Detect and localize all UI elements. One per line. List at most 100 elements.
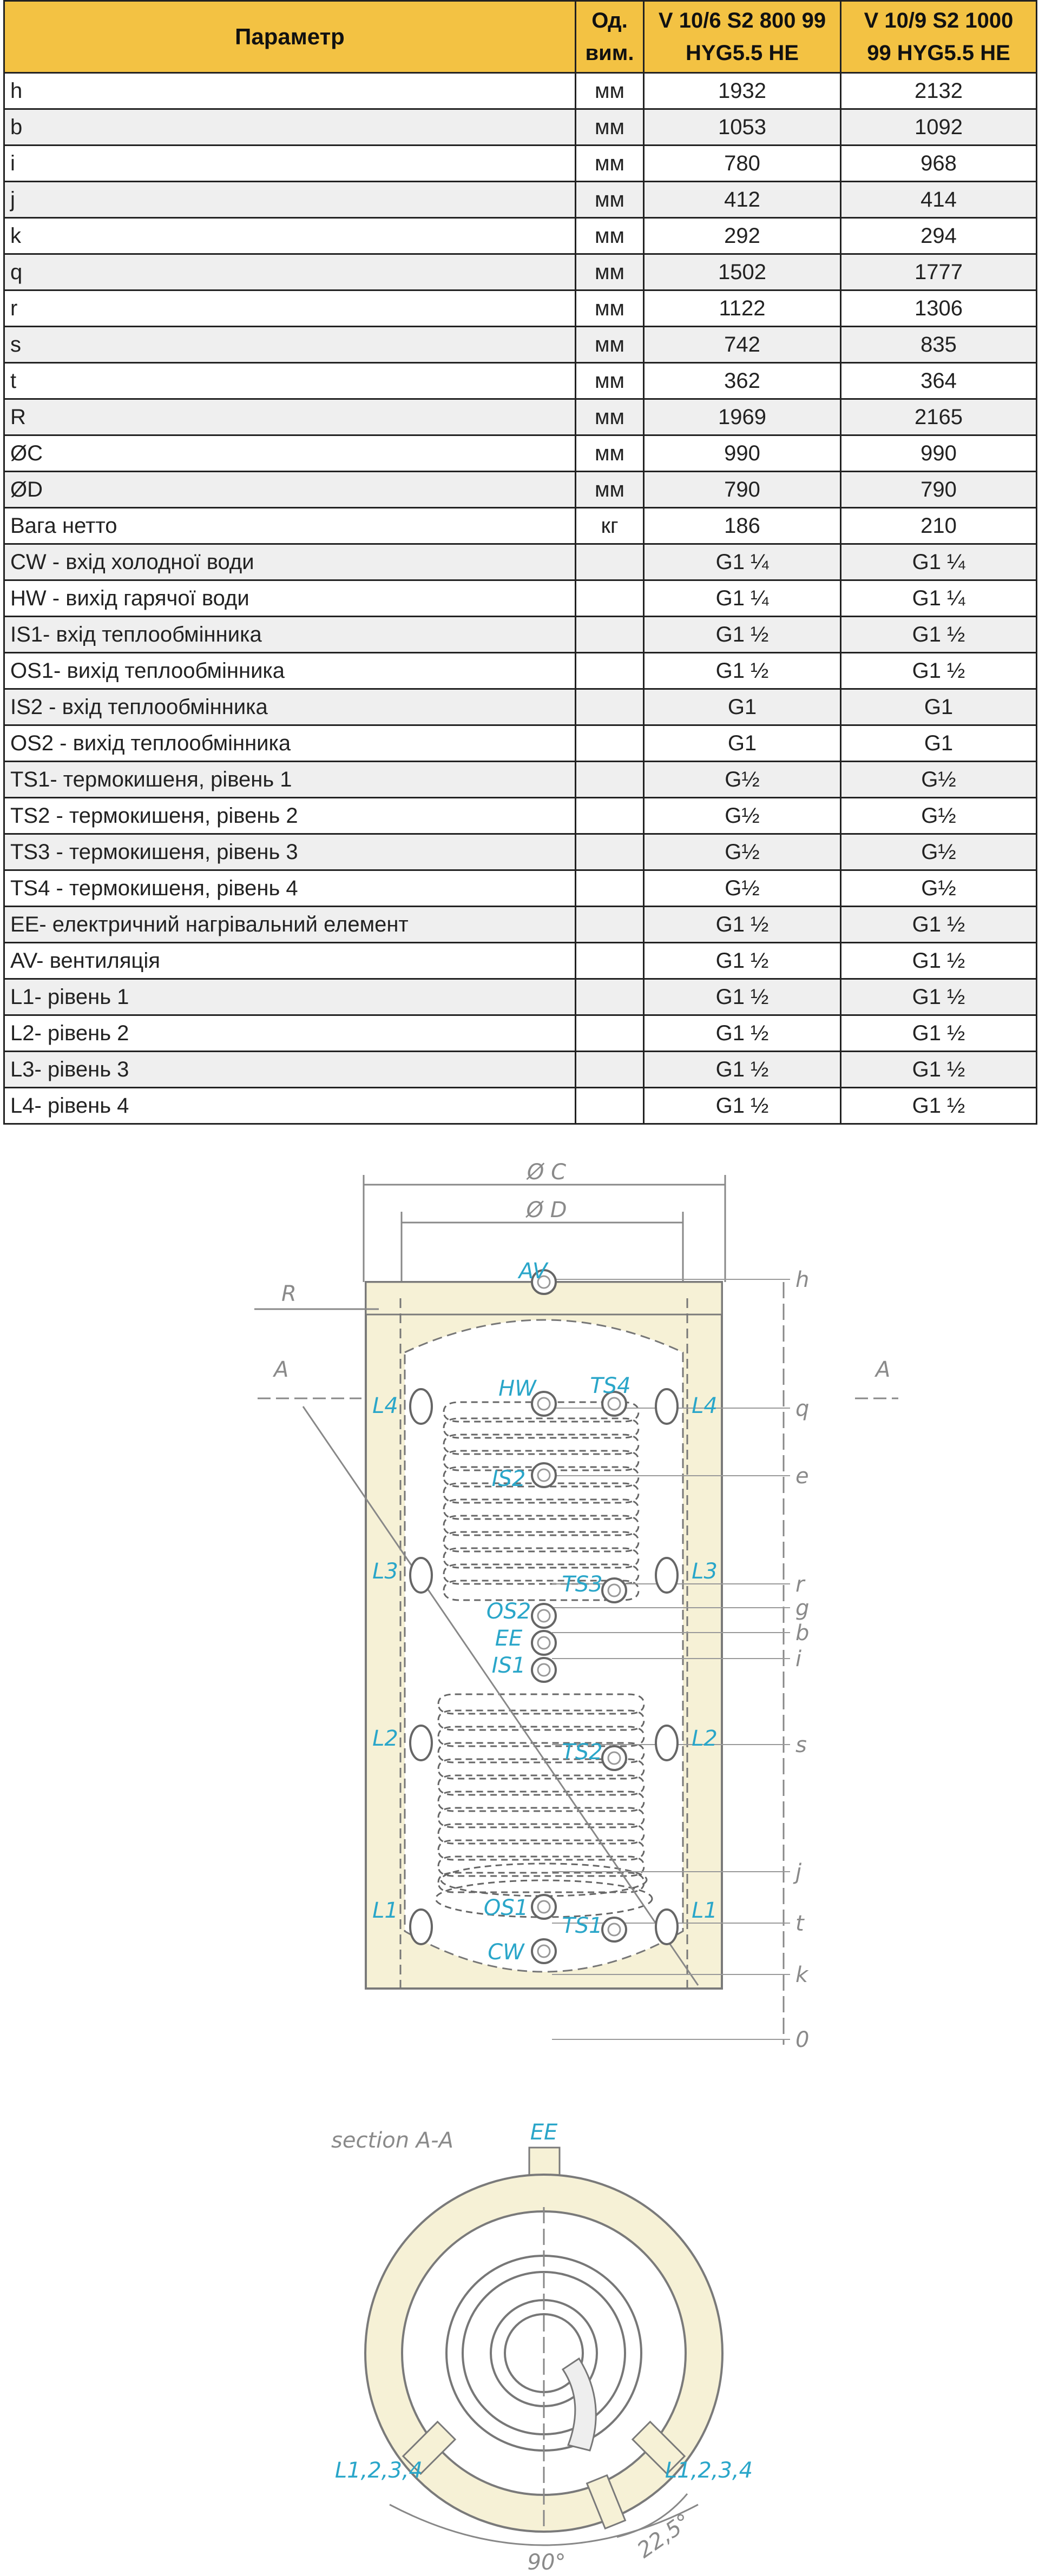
- row-name: IS1- вхід теплообмінника: [3, 616, 576, 653]
- row-unit: [575, 1087, 645, 1125]
- row-name: R: [3, 398, 576, 436]
- section-l-left-label: L1,2,3,4: [335, 2458, 423, 2483]
- port-l1-left: [409, 1908, 433, 1945]
- row-value-model-1: 780: [643, 144, 841, 182]
- coil-lower-turn: [437, 1823, 645, 1845]
- port-is1-inner: [537, 1663, 551, 1677]
- row-value-model-1: G½: [643, 761, 841, 798]
- dim-label-q: q: [795, 1396, 809, 1421]
- row-unit: мм: [575, 289, 645, 327]
- dim-label-h: h: [795, 1267, 809, 1292]
- r-line: [302, 1406, 699, 1986]
- row-name: j: [3, 181, 576, 219]
- port-ts1-inner: [607, 1923, 621, 1937]
- row-value-model-2: G1: [840, 724, 1037, 762]
- row-name: ØC: [3, 434, 576, 472]
- header-model-1-line1: V 10/6 S2 800 99: [658, 9, 826, 32]
- row-unit: [575, 579, 645, 617]
- row-unit: кг: [575, 507, 645, 545]
- row-value-model-2: G1 ½: [840, 906, 1037, 943]
- header-model-2-line1: V 10/9 S2 1000: [864, 9, 1014, 32]
- port-ts1: [601, 1917, 627, 1943]
- row-value-model-1: G1 ¼: [643, 543, 841, 581]
- row-unit: [575, 869, 645, 907]
- row-name: b: [3, 108, 576, 146]
- label-ee: EE: [495, 1626, 523, 1651]
- row-name: h: [3, 72, 576, 110]
- row-unit: [575, 652, 645, 690]
- dim-label-r: r: [795, 1572, 806, 1597]
- row-value-model-2: 210: [840, 507, 1037, 545]
- dim-od-label: Ø D: [525, 1198, 567, 1223]
- row-value-model-1: 1502: [643, 253, 841, 291]
- row-value-model-2: G1 ¼: [840, 579, 1037, 617]
- row-unit: мм: [575, 181, 645, 219]
- label-os1: OS1: [484, 1895, 528, 1920]
- row-value-model-1: G½: [643, 797, 841, 835]
- dim-label-t: t: [795, 1911, 805, 1936]
- row-name: HW - вихід гарячої води: [3, 579, 576, 617]
- row-unit: [575, 1014, 645, 1052]
- row-value-model-2: 790: [840, 471, 1037, 508]
- row-unit: мм: [575, 471, 645, 508]
- port-l4-left: [409, 1388, 433, 1425]
- coil-lower-turn: [437, 1709, 645, 1731]
- coil-lower-turn: [437, 1791, 645, 1812]
- row-name: TS1- термокишеня, рівень 1: [3, 761, 576, 798]
- row-unit: [575, 688, 645, 726]
- row-name: L4- рівень 4: [3, 1087, 576, 1125]
- row-name: L3- рівень 3: [3, 1051, 576, 1088]
- port-av-inner: [537, 1275, 551, 1289]
- port-hw-inner: [537, 1397, 551, 1411]
- row-name: ØD: [3, 471, 576, 508]
- port-l2-right: [655, 1725, 679, 1761]
- row-value-model-2: 968: [840, 144, 1037, 182]
- label-os2: OS2: [486, 1599, 531, 1624]
- row-value-model-2: G½: [840, 761, 1037, 798]
- row-value-model-1: G½: [643, 833, 841, 871]
- section-pipe-bend: [561, 2357, 597, 2452]
- row-unit: [575, 942, 645, 980]
- label-ts3: TS3: [562, 1572, 602, 1597]
- coil-lower: [435, 1693, 653, 1918]
- row-name: OS2 - вихід теплообмінника: [3, 724, 576, 762]
- coil-upper-turn: [443, 1531, 640, 1553]
- row-unit: мм: [575, 144, 645, 182]
- row-value-model-2: G1 ¼: [840, 543, 1037, 581]
- row-value-model-2: 414: [840, 181, 1037, 219]
- row-value-model-1: 186: [643, 507, 841, 545]
- section-mark-left: A: [272, 1357, 288, 1382]
- coil-upper-turn: [443, 1498, 640, 1520]
- section-angle-small: 22,5°: [633, 2509, 695, 2563]
- dim-label-b: b: [795, 1621, 809, 1646]
- row-value-model-1: 412: [643, 181, 841, 219]
- label-hw: HW: [498, 1376, 537, 1401]
- coil-upper-turn: [443, 1401, 640, 1423]
- dim-label-zero: 0: [795, 2027, 809, 2052]
- row-value-model-1: G½: [643, 869, 841, 907]
- row-unit: [575, 978, 645, 1016]
- coil-lower-turn: [437, 1807, 645, 1828]
- port-l4-right: [655, 1388, 679, 1425]
- coil-lower-turn: [437, 1758, 645, 1780]
- section-mark-right: A: [874, 1357, 890, 1382]
- row-value-model-1: 1122: [643, 289, 841, 327]
- row-value-model-2: 2165: [840, 398, 1037, 436]
- row-name: IS2 - вхід теплообмінника: [3, 688, 576, 726]
- port-l2-left: [409, 1725, 433, 1761]
- label-l2-left: L2: [372, 1726, 398, 1751]
- row-unit: мм: [575, 108, 645, 146]
